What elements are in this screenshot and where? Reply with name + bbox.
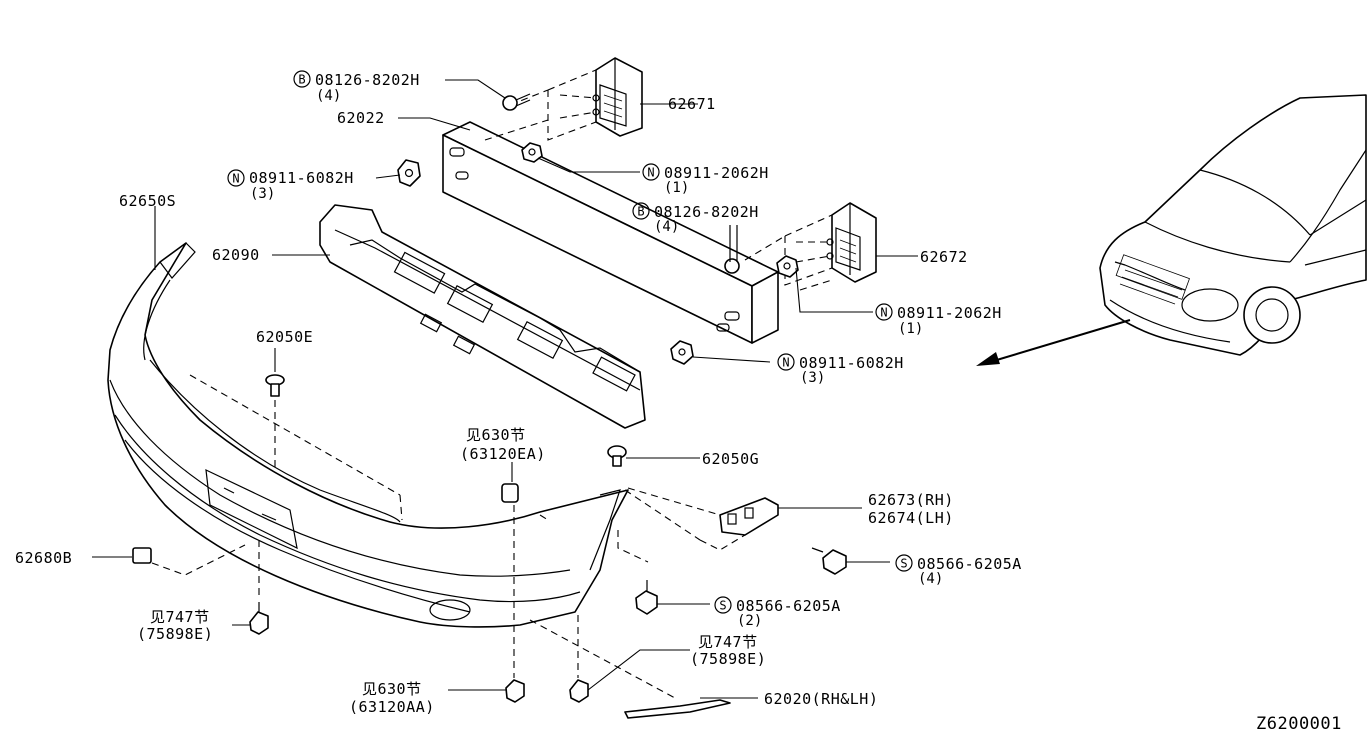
retainer-63120aa — [505, 679, 525, 703]
callout-bolt-08126-8202h-top: B 08126-8202H (4) — [293, 70, 420, 104]
callout-quantity: (3) — [250, 186, 275, 202]
callout-part-number: (75898E) — [690, 650, 766, 668]
callout-quantity: (4) — [316, 88, 341, 104]
callout-quantity: (4) — [918, 571, 943, 587]
nut-n3 — [776, 255, 799, 278]
callout-part-number: 62050E — [256, 328, 313, 346]
bumper-bracket-upper — [592, 57, 643, 137]
callout-part-number: 62672 — [920, 248, 968, 266]
diagram-id: Z6200001 — [1256, 714, 1342, 734]
callout-prefix: N — [232, 172, 239, 186]
callout-prefix: N — [880, 306, 887, 320]
callout-ref-630-63120ea: 见630节 (63120EA) — [460, 426, 546, 463]
retainer-63120ea — [501, 483, 519, 503]
callout-62650s: 62650S — [119, 192, 176, 210]
reinforcement-beam — [442, 121, 779, 344]
car-overview — [1099, 94, 1367, 356]
bracket-guide-lines-lower — [744, 214, 833, 291]
callout-part-number: 08566-6205A — [917, 555, 1022, 573]
callout-62672: 62672 — [920, 248, 968, 266]
callout-62022: 62022 — [337, 109, 385, 127]
callout-screw-08566-6205a-lower: S 08566-6205A (2) — [714, 596, 841, 629]
callout-part-number: (75898E) — [137, 625, 213, 643]
bolt-b2 — [724, 225, 740, 274]
callout-prefix: B — [637, 205, 644, 219]
callout-ref-630-63120aa: 见630节 (63120AA) — [349, 680, 435, 716]
bumper-bracket-lower — [826, 202, 877, 283]
energy-absorber — [319, 204, 646, 429]
callout-part-number: 08566-6205A — [736, 597, 841, 615]
callout-part-number: 08911-6082H — [799, 354, 904, 372]
callout-prefix: S — [900, 557, 907, 571]
callout-ref-747-75898e-right: 见747节 (75898E) — [690, 633, 766, 668]
callout-part-number-lh: 62674(LH) — [868, 509, 954, 527]
clip-62680b — [132, 547, 152, 564]
callout-nut-08911-6082h-lower: N 08911-6082H (3) — [777, 353, 904, 386]
callout-62050g: 62050G — [702, 450, 759, 468]
screw-s2 — [635, 580, 658, 615]
callout-prefix: B — [298, 73, 305, 87]
callout-prefix: S — [719, 599, 726, 613]
callout-quantity: (3) — [800, 370, 825, 386]
callout-part-number: 08911-6082H — [249, 169, 354, 187]
clip-75898e-right — [569, 679, 589, 703]
callout-part-number: 62022 — [337, 109, 385, 127]
callout-ref-section: 见747节 — [150, 608, 210, 626]
callout-quantity: (1) — [898, 321, 923, 337]
clip-62050e — [265, 374, 285, 397]
callout-nut-08911-2062h-right: N 08911-2062H (1) — [875, 303, 1002, 337]
callout-quantity: (4) — [654, 219, 679, 235]
mount-62673 — [719, 497, 779, 536]
screw-s1 — [811, 547, 847, 575]
mount-guide-lines — [617, 487, 746, 563]
callout-62090: 62090 — [212, 246, 260, 264]
callout-prefix: N — [782, 356, 789, 370]
callout-part-number: 62680B — [15, 549, 72, 567]
callout-bolt-08126-8202h-lower: B 08126-8202H (4) — [632, 202, 759, 235]
callout-part-number: 62090 — [212, 246, 260, 264]
callout-ref-section: 见630节 — [466, 426, 526, 444]
leader-lines — [92, 79, 918, 699]
callout-ref-747-75898e-left: 见747节 (75898E) — [137, 608, 213, 643]
callout-part-number: 08126-8202H — [654, 203, 759, 221]
callout-screw-08566-6205a-upper: S 08566-6205A (4) — [895, 554, 1022, 587]
callout-part-number: 62671 — [668, 95, 716, 113]
callout-part-number: (63120AA) — [349, 698, 435, 716]
nut-n4 — [670, 340, 694, 365]
bumper-fascia — [107, 242, 629, 628]
callout-62020: 62020(RH&LH) — [764, 690, 878, 708]
nut-n1 — [397, 159, 421, 187]
callout-prefix: N — [647, 166, 654, 180]
nut-n2 — [521, 142, 543, 163]
fascia-guide-lines — [151, 374, 676, 699]
view-direction-arrow — [976, 319, 1131, 366]
callout-62671: 62671 — [668, 95, 716, 113]
callout-part-number: 62650S — [119, 192, 176, 210]
clip-75898e-left — [249, 602, 269, 635]
clip-62050g — [607, 445, 627, 467]
callout-part-number: (63120EA) — [460, 445, 546, 463]
callout-quantity: (2) — [737, 613, 762, 629]
callout-part-number: 62673(RH) — [868, 491, 954, 509]
callout-nut-08911-2062h-upper: N 08911-2062H (1) — [642, 163, 769, 196]
callout-part-number: 08126-8202H — [315, 71, 420, 89]
callout-ref-section: 见630节 — [362, 680, 422, 698]
callout-quantity: (1) — [664, 180, 689, 196]
bracket-guide-lines-upper — [484, 69, 597, 141]
bolt-b1 — [502, 93, 531, 111]
callout-62050e: 62050E — [256, 328, 313, 346]
callout-part-number: 08911-2062H — [664, 164, 769, 182]
callout-nut-08911-6082h-left: N 08911-6082H (3) — [227, 169, 354, 202]
callout-ref-section: 见747节 — [698, 633, 758, 651]
callout-part-number: 62050G — [702, 450, 759, 468]
callout-part-number: 08911-2062H — [897, 304, 1002, 322]
callout-part-number: 62020(RH&LH) — [764, 690, 878, 708]
bumper-molding — [624, 699, 731, 719]
callout-62673-62674: 62673(RH) 62674(LH) — [868, 491, 954, 527]
callout-62680b: 62680B — [15, 549, 72, 567]
